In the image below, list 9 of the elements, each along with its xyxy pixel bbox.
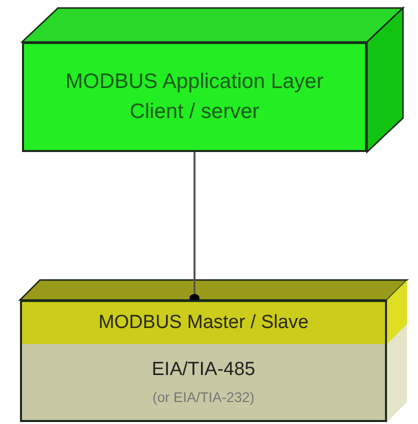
layer-title: EIA/TIA-485 xyxy=(152,359,256,381)
layer-box xyxy=(22,42,367,152)
connector-line xyxy=(190,152,200,302)
layer-title: MODBUS Application Layer xyxy=(66,70,324,94)
layer-subtitle: Client / server xyxy=(130,100,260,124)
note-text: (or EIA/TIA-232) xyxy=(152,389,254,405)
layer-band xyxy=(20,300,387,346)
layer-band xyxy=(20,344,387,422)
layer-title: MODBUS Master / Slave xyxy=(98,312,309,334)
